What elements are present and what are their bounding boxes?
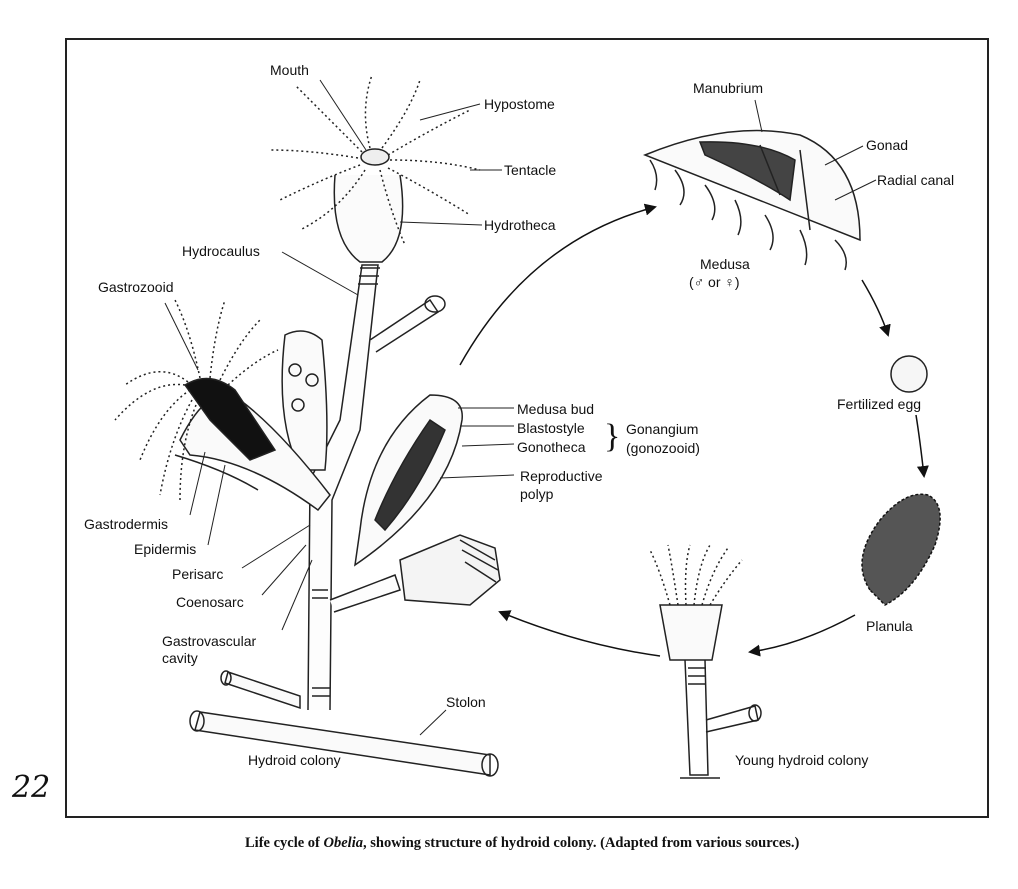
label-manubrium: Manubrium	[693, 80, 764, 96]
stolon-drawing	[189, 670, 499, 777]
label-gastrodermis: Gastrodermis	[84, 516, 169, 532]
caption-organism: Obelia	[323, 835, 363, 851]
caption-prefix: Life cycle of	[245, 835, 324, 851]
label-coenosarc: Coenosarc	[176, 594, 244, 610]
label-hydrotheca: Hydrotheca	[484, 217, 556, 233]
hydranth-top-drawing	[269, 74, 481, 263]
life-cycle-arrows	[459, 203, 929, 657]
label-blastostyle: Blastostyle	[517, 420, 585, 436]
caption-suffix: , showing structure of hydroid colony. (…	[362, 835, 800, 851]
gonangium-brace: }	[604, 418, 621, 455]
young-hydroid-drawing	[649, 544, 762, 779]
label-stolon: Stolon	[446, 694, 486, 710]
label-mouth: Mouth	[270, 62, 309, 78]
planula-drawing	[861, 493, 941, 606]
arrow-medusa-to-egg	[861, 279, 891, 337]
diagram-frame	[65, 38, 989, 818]
label-hypostome: Hypostome	[484, 96, 555, 112]
medusa-drawing	[642, 129, 861, 271]
label-polyp: polyp	[520, 486, 554, 502]
label-gonotheca: Gonotheca	[517, 439, 586, 455]
label-hydroid-colony: Hydroid colony	[248, 752, 341, 768]
arrow-young-to-colony	[498, 610, 661, 657]
label-gastrovascular: Gastrovascular	[162, 633, 257, 649]
arrow-egg-to-planula	[915, 414, 929, 478]
page-number: 22	[12, 770, 51, 805]
label-epidermis: Epidermis	[134, 541, 197, 557]
label-medusa: Medusa	[700, 256, 750, 272]
hydroid-colony-drawing	[114, 74, 501, 777]
arrow-planula-to-young	[748, 614, 856, 657]
label-planula: Planula	[866, 618, 913, 634]
gastrozooid-drawing	[114, 299, 331, 512]
arrow-colony-to-medusa	[459, 203, 657, 366]
label-tentacle: Tentacle	[504, 162, 557, 178]
label-hydrocaulus: Hydrocaulus	[182, 243, 260, 259]
label-young-hydroid-colony: Young hydroid colony	[735, 752, 869, 768]
label-gonangium: Gonangium	[626, 421, 699, 437]
label-medusa-sex: (♂ or ♀)	[689, 274, 740, 290]
label-gastrozooid: Gastrozooid	[98, 279, 174, 295]
label-gonad: Gonad	[866, 137, 909, 153]
leader-lines	[164, 79, 877, 736]
label-radial-canal: Radial canal	[877, 172, 955, 188]
figure-caption: Life cycle of Obelia, showing structure …	[245, 835, 799, 852]
label-medusa-bud: Medusa bud	[517, 401, 595, 417]
label-fertilized-egg: Fertilized egg	[837, 396, 922, 412]
fertilized-egg-drawing	[890, 355, 928, 393]
label-gonozooid: (gonozooid)	[626, 440, 700, 456]
label-cavity: cavity	[162, 650, 198, 666]
label-perisarc: Perisarc	[172, 566, 224, 582]
label-reproductive: Reproductive	[520, 468, 603, 484]
